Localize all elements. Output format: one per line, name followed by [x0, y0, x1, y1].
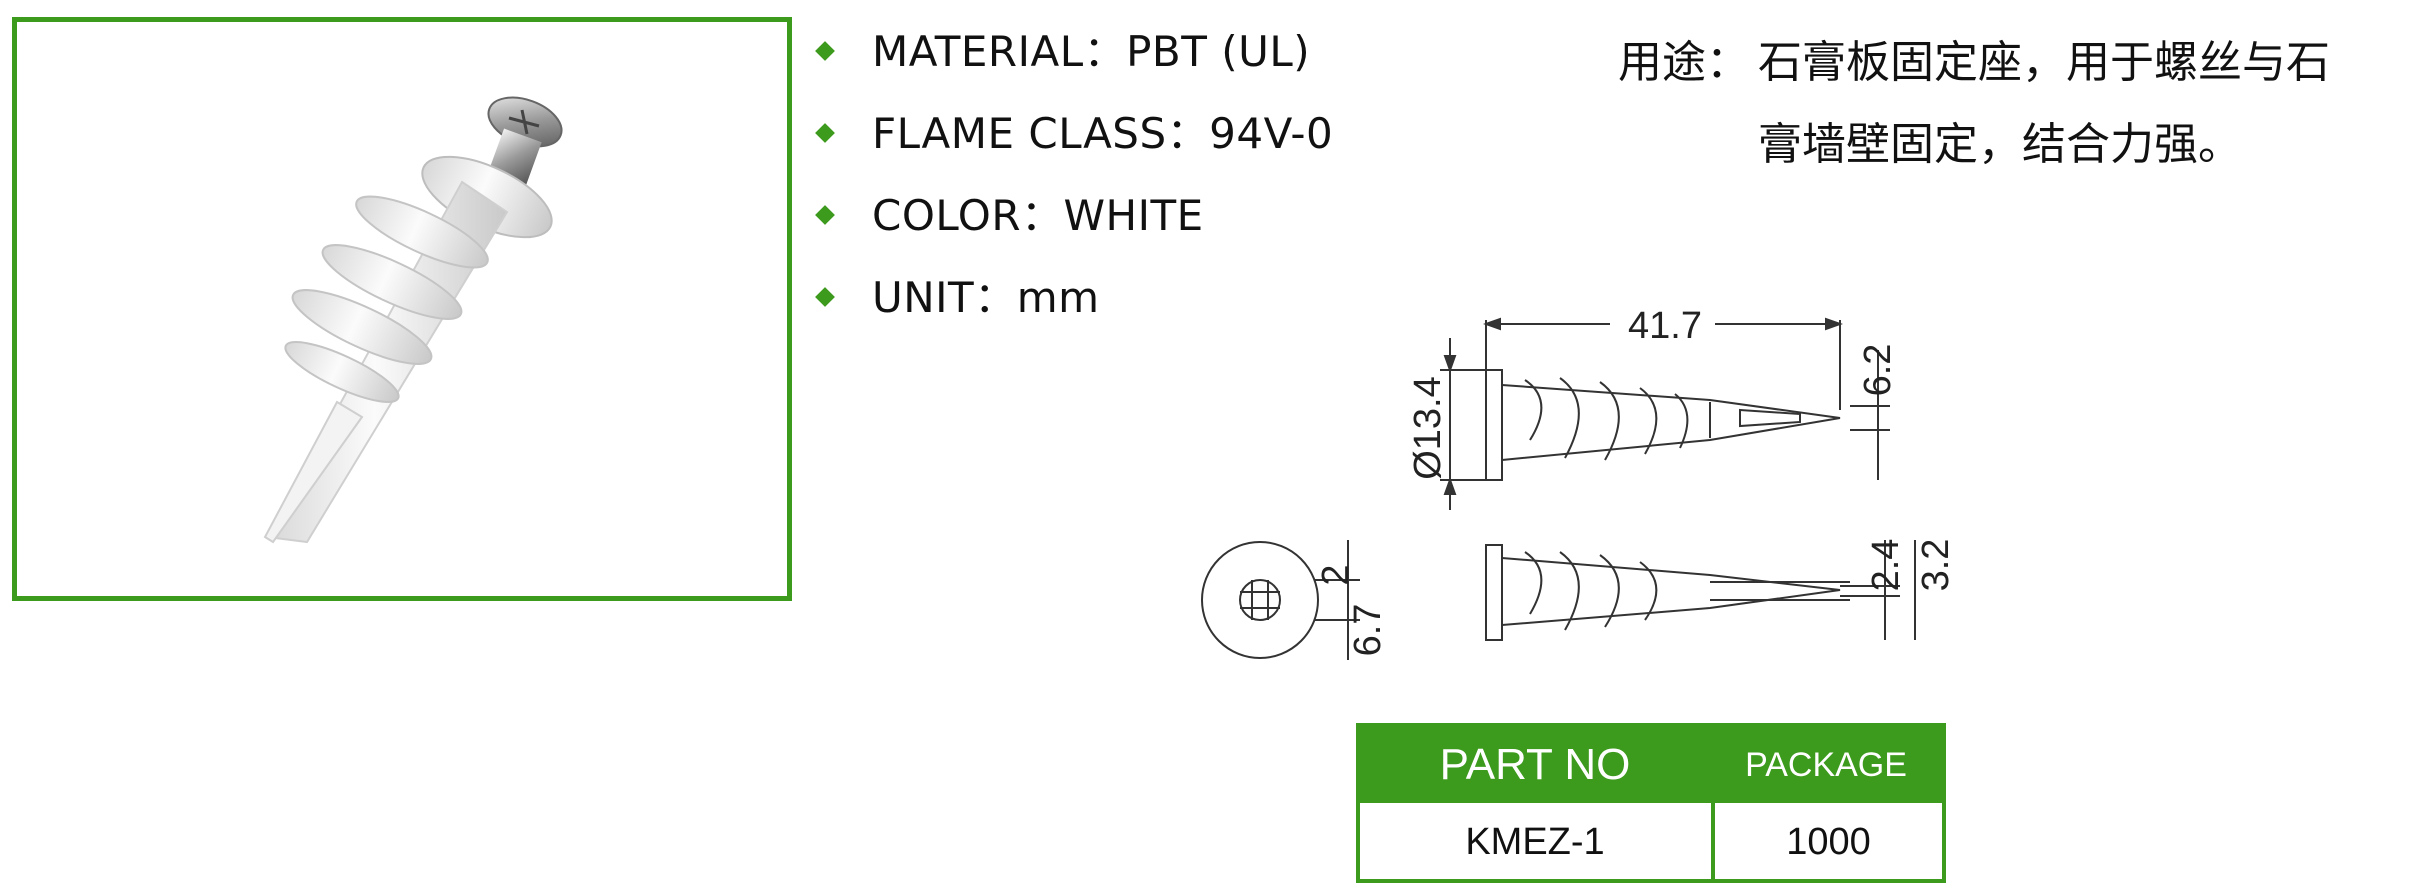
technical-drawing: 41.7 6.2 Ø13.4 2 6.7 2.4 3.2: [1201, 305, 1957, 660]
dim-inner-large-label: 3.2: [1915, 539, 1957, 592]
header-part-no: PART NO: [1439, 740, 1631, 789]
cell-part-no: KMEZ-1: [1465, 821, 1605, 863]
table-divider: [1711, 803, 1715, 883]
diamond-bullet-icon: [815, 287, 835, 307]
product-photo-frame: [12, 17, 792, 601]
part-number-table: PART NO PACKAGE KMEZ-1 1000: [1356, 723, 1946, 883]
dim-head-diameter-label: Ø13.4: [1407, 376, 1449, 480]
spec-material-text: MATERIAL：PBT (UL): [872, 27, 1311, 76]
dim-length-label: 41.7: [1628, 305, 1702, 347]
spec-color-text: COLOR：WHITE: [872, 191, 1204, 240]
spec-unit-text: UNIT：mm: [872, 273, 1100, 322]
diamond-bullet-icon: [815, 123, 835, 143]
dim-inner-small-label: 2.4: [1865, 539, 1907, 592]
diamond-bullet-icon: [815, 41, 835, 61]
dim-tip-height-label: 6.2: [1857, 344, 1899, 397]
header-package: PACKAGE: [1745, 746, 1907, 784]
diamond-bullet-icon: [815, 205, 835, 225]
drywall-anchor-image: [263, 96, 563, 544]
dim-slot-length-label: 6.7: [1347, 604, 1389, 657]
table-header: [1360, 727, 1942, 803]
cell-package: 1000: [1786, 821, 1871, 863]
dim-slot-width-label: 2: [1315, 564, 1357, 585]
usage-label: 用途：: [1618, 37, 1750, 88]
usage-line-1: 石膏板固定座，用于螺丝与石: [1758, 37, 2330, 88]
spec-flame-class-text: FLAME CLASS：94V-0: [872, 109, 1334, 158]
usage-line-2: 膏墙壁固定，结合力强。: [1758, 119, 2242, 170]
